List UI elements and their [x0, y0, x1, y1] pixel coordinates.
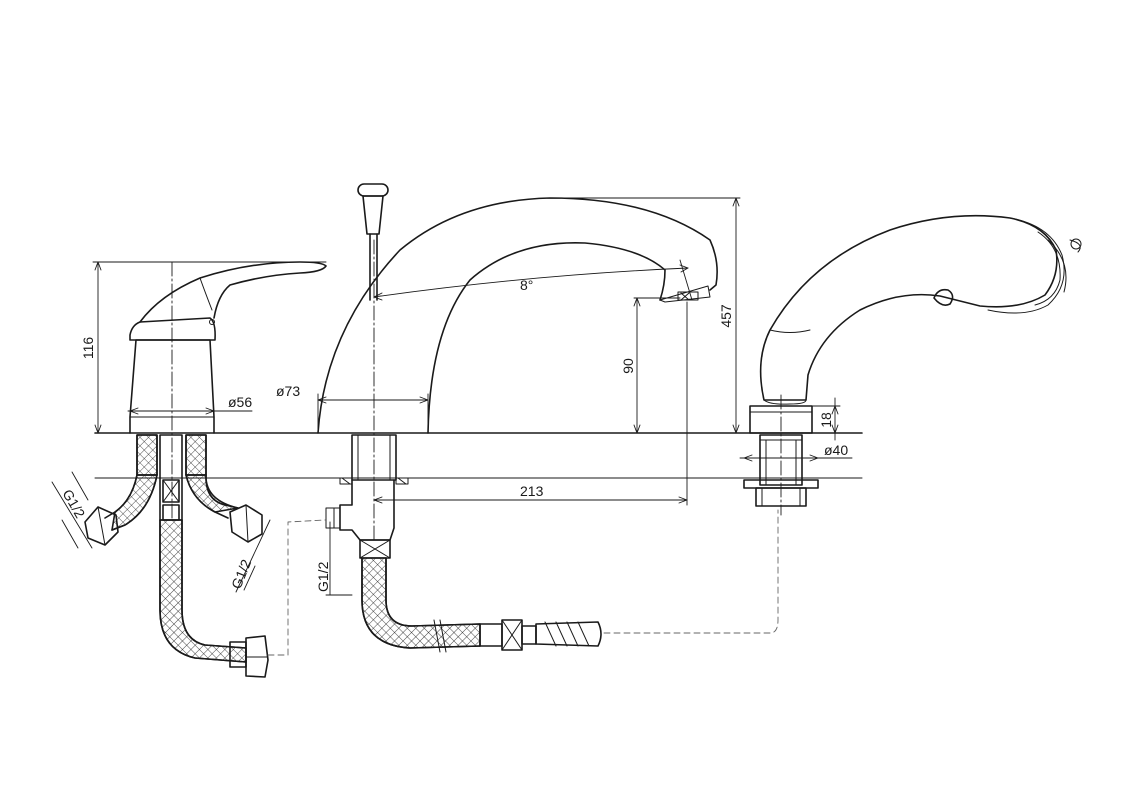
dim-thread-right: G1/2 [228, 519, 271, 593]
spout-inner [427, 241, 666, 434]
spout-angle-label: 8° [520, 277, 533, 293]
deck-surface [94, 432, 863, 479]
mixer-cap [129, 317, 216, 341]
dim-lever-height: 116 [80, 261, 327, 434]
shower-base-dia-label: ø40 [824, 442, 848, 458]
shower-hose-end [535, 621, 602, 647]
diverter-cap [357, 183, 389, 197]
spout-under-deck [325, 434, 779, 653]
lever-base-dia-label: ø56 [228, 394, 252, 410]
spout-clearance-label: 90 [620, 358, 636, 374]
lever-height-label: 116 [80, 337, 96, 360]
bottom-hex-nut [245, 635, 269, 678]
bath-spout [317, 183, 718, 541]
shower-handle [759, 214, 1058, 401]
shower-base-height-label: 18 [818, 412, 834, 428]
lever-mixer [129, 261, 327, 521]
dim-total-height: 457 [549, 197, 741, 434]
dim-spout-angle: 8° [373, 259, 693, 301]
dim-thread-center: G1/2 [315, 521, 353, 596]
total-height-label: 457 [718, 304, 734, 328]
dim-spout-clearance: 90 [620, 297, 681, 434]
dim-spout-reach: 213 [373, 301, 688, 506]
hand-shower [743, 214, 1082, 516]
mixer-under-deck [84, 434, 326, 678]
lever-handle [139, 261, 327, 323]
shower-button [933, 288, 954, 306]
thread-center-label: G1/2 [315, 561, 331, 592]
dim-lever-base-dia: ø56 [127, 394, 253, 415]
spout-reach-label: 213 [520, 483, 544, 499]
dim-thread-left: G1/2 [51, 471, 93, 549]
thread-left-bottom-label: G1/2 [228, 557, 254, 591]
dim-shower-base-height: 18 [811, 397, 841, 441]
dim-shower-base-dia: ø40 [739, 442, 853, 462]
spout-base-dia-label: ø73 [276, 383, 300, 399]
dim-spout-base-dia: ø73 [276, 383, 429, 434]
thread-left-top-label: G1/2 [59, 487, 88, 521]
spout-outer [317, 197, 718, 434]
